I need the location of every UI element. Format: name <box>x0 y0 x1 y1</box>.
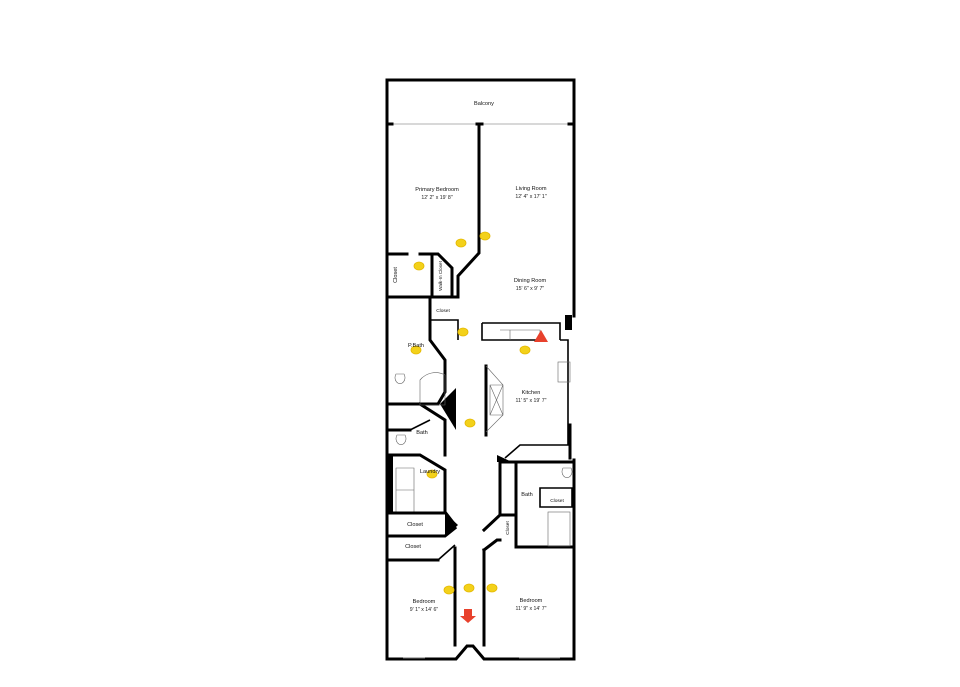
room-label: Laundry <box>420 469 440 475</box>
room-label: Walk-In Closet <box>438 260 443 290</box>
yellow-ceiling-light-icon <box>426 469 438 479</box>
room-label: P.Bath <box>408 343 424 349</box>
yellow-ceiling-light-icon <box>455 238 467 248</box>
yellow-ceiling-light-icon <box>463 583 475 593</box>
room-label: Closet <box>436 308 450 314</box>
room-dims: 12' 2" x 19' 8" <box>421 195 452 201</box>
room-dims: 11' 5" x 19' 7" <box>516 398 547 404</box>
room-label: Primary Bedroom <box>415 187 459 193</box>
ceiling-lights <box>410 231 531 595</box>
yellow-ceiling-light-icon <box>413 261 425 271</box>
room-dims: 12' 4" x 17' 1" <box>515 194 546 200</box>
room-dims: 11' 9" x 14' 7" <box>516 606 547 612</box>
room-label: Closet <box>505 521 511 535</box>
room-label: Dining Room <box>514 278 547 284</box>
room-label: Closet <box>393 267 399 283</box>
room-labels: Balcony Primary Bedroom 12' 2" x 19' 8" … <box>393 101 564 613</box>
room-label: Bath <box>416 430 428 436</box>
room-label: Bedroom <box>413 599 436 605</box>
room-dims: 9' 1" x 14' 6" <box>410 607 439 613</box>
yellow-ceiling-light-icon <box>443 585 455 595</box>
yellow-ceiling-light-icon <box>479 231 491 241</box>
red-warning-triangle-icon <box>534 330 548 342</box>
room-label: Kitchen <box>522 390 541 396</box>
room-label: Bedroom <box>520 598 543 604</box>
room-label: Living Room <box>515 186 546 192</box>
walls <box>385 78 576 661</box>
yellow-ceiling-light-icon <box>464 418 476 428</box>
room-label: Bath <box>521 492 533 498</box>
room-dims: 15' 6" x 9' 7" <box>516 286 545 292</box>
yellow-ceiling-light-icon <box>519 345 531 355</box>
yellow-ceiling-light-icon <box>486 583 498 593</box>
room-label: Closet <box>407 522 423 528</box>
room-label: Closet <box>405 544 421 550</box>
yellow-ceiling-light-icon <box>410 345 422 355</box>
red-entry-arrow-icon <box>460 609 476 623</box>
room-label: Balcony <box>474 101 494 107</box>
room-label: Closet <box>550 498 564 504</box>
yellow-ceiling-light-icon <box>457 327 469 337</box>
